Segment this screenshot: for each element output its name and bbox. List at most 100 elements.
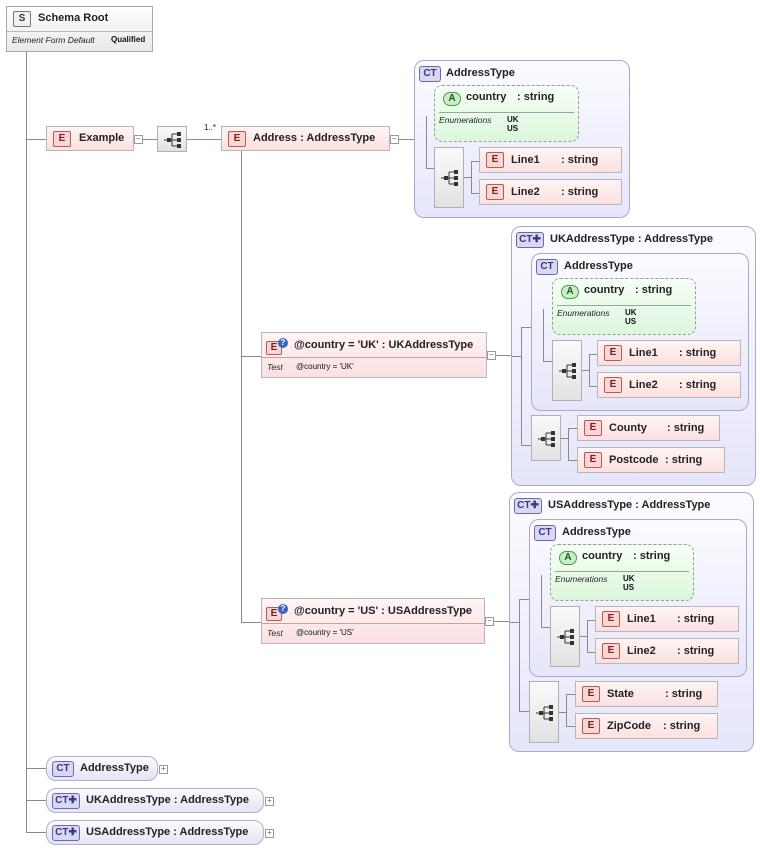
element-badge-icon: E (486, 184, 504, 200)
element-badge-icon: E (604, 345, 622, 361)
global-type-label: UKAddressType : AddressType (86, 794, 250, 806)
address-cardinality: 1..* (204, 123, 217, 132)
element-name: County (609, 422, 647, 434)
enum-value: UK (625, 308, 637, 317)
enum-value: UK (623, 574, 635, 583)
collapse-toggle-icon[interactable]: − (485, 617, 494, 626)
addresstype-group-title: AddressType (446, 67, 515, 79)
postcode-element[interactable]: E Postcode : string (577, 447, 725, 473)
complex-type-badge-icon: CT✚ (516, 232, 544, 248)
line2-element[interactable]: E Line2 : string (597, 372, 741, 398)
connector (26, 768, 46, 769)
expand-toggle-icon[interactable]: + (265, 829, 274, 838)
line1-element[interactable]: E Line1 : string (479, 147, 622, 173)
connector (399, 139, 414, 140)
attribute-type: : string (635, 284, 673, 296)
sequence-icon (441, 170, 458, 186)
sequence-compositor[interactable] (531, 415, 561, 461)
sequence-compositor[interactable] (552, 340, 582, 401)
alternative-us[interactable]: E ? @country = 'US' : USAddressType Test… (261, 598, 485, 644)
collapse-toggle-icon[interactable]: − (390, 135, 399, 144)
element-name: Postcode (609, 454, 659, 466)
enum-value: UK (507, 115, 519, 124)
addresstype-inner-group[interactable]: CT AddressType A country : string Enumer… (531, 253, 749, 411)
line2-element[interactable]: E Line2 : string (595, 638, 739, 664)
line2-element[interactable]: E Line2 : string (479, 179, 622, 205)
connector (493, 621, 509, 622)
address-element-label: Address : AddressType (253, 132, 376, 144)
expand-toggle-icon[interactable]: + (265, 797, 274, 806)
enum-value: US (623, 583, 635, 592)
element-badge-icon: E (228, 131, 246, 147)
collapse-toggle-icon[interactable]: − (134, 135, 143, 144)
global-type-label: AddressType (80, 762, 149, 774)
alternatives-trunk-line (241, 150, 242, 622)
element-type: : string (665, 454, 703, 466)
global-ukaddresstype[interactable]: CT✚ UKAddressType : AddressType (46, 788, 264, 813)
element-name: State (607, 688, 634, 700)
attribute-badge-icon: A (443, 92, 461, 106)
element-name: Line1 (629, 347, 658, 359)
element-badge-icon: E (486, 152, 504, 168)
complex-type-badge-icon: CT✚ (52, 825, 80, 841)
addresstype-group[interactable]: CT AddressType A country : string Enumer… (414, 60, 630, 218)
element-form-default-label: Element Form Default (12, 35, 95, 45)
country-attribute[interactable]: A country : string Enumerations UK US (552, 278, 696, 335)
global-usaddresstype[interactable]: CT✚ USAddressType : AddressType (46, 820, 264, 845)
sequence-compositor[interactable] (529, 681, 559, 743)
element-badge-icon: E (604, 377, 622, 393)
element-name: ZipCode (607, 720, 651, 732)
attribute-type: : string (517, 91, 555, 103)
collapse-toggle-icon[interactable]: − (487, 351, 496, 360)
element-type: : string (679, 379, 717, 391)
alternative-uk[interactable]: E ? @country = 'UK' : UKAddressType Test… (261, 332, 487, 378)
country-attribute[interactable]: A country : string Enumerations UK US (550, 544, 694, 601)
test-label: Test (267, 628, 283, 638)
sequence-compositor[interactable] (157, 126, 187, 152)
element-badge-icon: E (602, 643, 620, 659)
test-label: Test (267, 362, 283, 372)
element-type: : string (667, 422, 705, 434)
sequence-compositor[interactable] (434, 147, 464, 208)
schema-root-box[interactable]: S Schema Root Element Form Default Quali… (6, 6, 153, 52)
ukaddresstype-group-title: UKAddressType : AddressType (550, 233, 714, 245)
element-badge-icon: E (53, 131, 71, 147)
schema-badge-icon: S (13, 11, 31, 27)
schema-root-title: Schema Root (38, 12, 109, 24)
example-element[interactable]: E Example (46, 126, 134, 151)
connector (143, 139, 157, 140)
sequence-icon (538, 431, 555, 447)
attribute-name: country (466, 91, 507, 103)
expand-toggle-icon[interactable]: + (159, 765, 168, 774)
connector (26, 832, 46, 833)
element-type: : string (677, 613, 715, 625)
addresstype-inner-title: AddressType (562, 526, 631, 538)
sequence-icon (164, 132, 181, 148)
zipcode-element[interactable]: E ZipCode : string (575, 713, 718, 739)
connector (26, 800, 46, 801)
alternative-us-label: @country = 'US' : USAddressType (294, 605, 473, 617)
addresstype-inner-group[interactable]: CT AddressType A country : string Enumer… (529, 519, 747, 677)
line1-element[interactable]: E Line1 : string (597, 340, 741, 366)
county-element[interactable]: E County : string (577, 415, 720, 441)
ukaddresstype-group[interactable]: CT✚ UKAddressType : AddressType CT Addre… (511, 226, 756, 486)
line1-element[interactable]: E Line1 : string (595, 606, 739, 632)
country-attribute[interactable]: A country : string Enumerations UK US (434, 85, 579, 142)
connector (241, 356, 261, 357)
enumerations-label: Enumerations (555, 574, 608, 584)
element-type: : string (677, 645, 715, 657)
usaddresstype-group-title: USAddressType : AddressType (548, 499, 711, 511)
address-element[interactable]: E Address : AddressType (221, 126, 390, 151)
attribute-type: : string (633, 550, 671, 562)
enumerations-label: Enumerations (557, 308, 610, 318)
enumerations-label: Enumerations (439, 115, 492, 125)
state-element[interactable]: E State : string (575, 681, 718, 707)
element-badge-icon: E (602, 611, 620, 627)
connector (26, 139, 46, 140)
global-type-label: USAddressType : AddressType (86, 826, 249, 838)
sequence-compositor[interactable] (550, 606, 580, 667)
global-addresstype[interactable]: CT AddressType (46, 756, 158, 781)
element-name: Line2 (629, 379, 658, 391)
usaddresstype-group[interactable]: CT✚ USAddressType : AddressType CT Addre… (509, 492, 754, 752)
element-type: : string (665, 688, 703, 700)
